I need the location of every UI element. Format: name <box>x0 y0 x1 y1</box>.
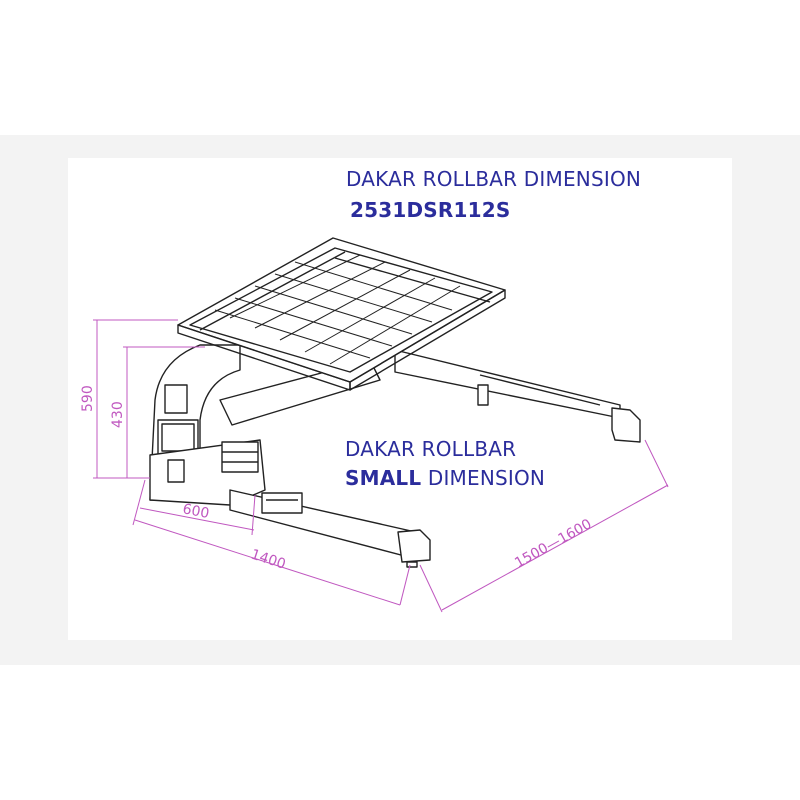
dim-430-label: 430 <box>110 401 126 428</box>
part-number: 2531DSR112S <box>350 198 511 222</box>
dim-1500-1600-line <box>441 484 669 611</box>
dim-600-label: 600 <box>181 501 210 522</box>
title: DAKAR ROLLBAR DIMENSION <box>346 167 642 191</box>
dim-590-label: 590 <box>80 385 96 412</box>
left-side-rail <box>229 489 431 568</box>
dim-1400-label: 1400 <box>249 547 288 573</box>
dimension-lines <box>93 319 669 613</box>
subtitle-bold-word: SMALL <box>345 466 422 490</box>
roof-rack-platform <box>177 237 506 391</box>
right-side-rail <box>394 349 641 443</box>
dim-600-line <box>139 507 255 531</box>
subtitle-line1: DAKAR ROLLBAR <box>345 437 517 461</box>
dim-1400-line <box>134 519 401 606</box>
subtitle-rest: DIMENSION <box>427 466 546 490</box>
subtitle-line2: SMALL DIMENSION <box>345 466 545 490</box>
dim-1500-1600-label: 1500—1600 <box>512 516 594 571</box>
